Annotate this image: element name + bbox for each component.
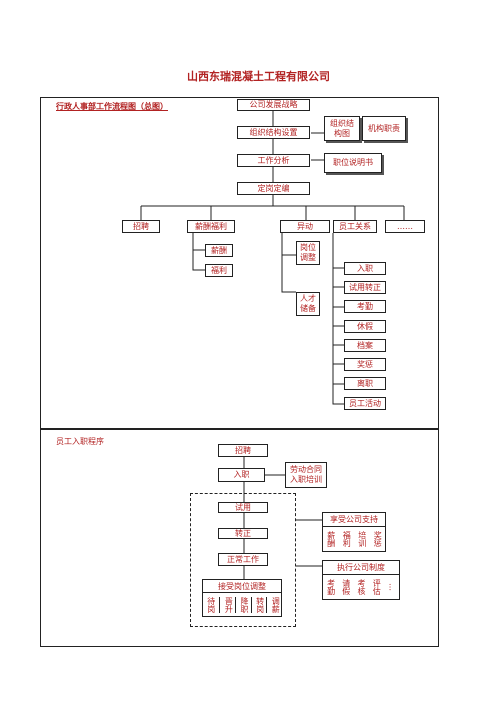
adjust-item-transfer: 转岗 [250,596,265,613]
support-box: 享受公司支持 薪酬 福利 培训 奖惩 [322,512,386,552]
branch-compensation: 薪酬福利 [187,220,235,233]
probation-group-frame [190,493,296,627]
rel-item-files: 档案 [344,339,386,352]
branch-recruit: 招聘 [122,220,160,233]
confirm-box: 转正 [218,528,268,539]
rel-item-resign: 离职 [344,377,386,390]
policy-item-more: … [387,583,397,591]
comp-item-benefits: 福利 [205,264,233,277]
branch-more: …… [385,220,425,233]
adjust-item-salary: 调薪 [266,596,280,613]
policy-box: 执行公司制度 考勤 请假 考核 评估 … [322,560,400,600]
support-item-benefits: 福利 [342,531,352,547]
org-design-box: 组织结构设置 [237,126,310,139]
rel-item-rewards: 奖惩 [344,358,386,371]
policy-item-attendance: 考勤 [326,579,336,595]
adjust-item-promote: 晋升 [219,596,233,613]
transfer-item-reserve: 人才储备 [296,292,320,316]
section-frame-onboarding [40,429,439,647]
strategy-box: 公司发展战略 [237,99,310,111]
policy-title: 执行公司制度 [323,562,399,575]
comp-item-salary: 薪酬 [205,244,233,257]
job-desc-doc: 职位说明书 [324,153,382,173]
policy-item-leave: 请假 [341,579,351,595]
policy-item-review: 考核 [356,579,366,595]
adjust-title: 接受岗位调整 [203,581,281,593]
section-frame-overview [40,97,439,429]
rel-item-activities: 员工活动 [344,397,386,410]
onboard-recruit-box: 招聘 [218,444,268,457]
onboard-note-contract: 劳动合同 [290,465,322,474]
probation-box: 试用 [218,502,268,513]
adjust-item-demote: 降职 [234,596,249,613]
adjust-box: 接受岗位调整 待岗 晋升 降职 转岗 调薪 [202,579,282,617]
section-label-overview: 行政人事部工作流程图（总图） [56,101,168,111]
section-label-onboarding: 员工入职程序 [56,437,104,446]
document-title: 山西东瑞混凝土工程有限公司 [187,70,330,83]
normal-work-box: 正常工作 [218,553,268,566]
rel-item-probation: 试用转正 [344,281,386,294]
staffing-box: 定岗定编 [237,182,310,195]
org-chart-doc: 组织结构图 [324,116,360,141]
onboard-notes: 劳动合同 入职培训 [285,462,327,488]
job-analysis-box: 工作分析 [237,154,310,167]
support-item-training: 培训 [357,531,367,547]
rel-item-onboard: 入职 [344,262,386,275]
rel-item-attendance: 考勤 [344,300,386,313]
transfer-item-adjust: 岗位调整 [296,241,320,265]
support-title: 享受公司支持 [323,514,385,527]
adjust-item-standby: 待岗 [206,596,216,613]
support-item-salary: 薪酬 [326,531,336,547]
branch-employee-relations: 员工关系 [333,220,377,233]
policy-item-assess: 评估 [372,579,382,595]
onboard-note-training: 入职培训 [290,475,322,484]
rel-item-leave: 休假 [344,320,386,333]
onboard-box: 入职 [218,468,265,482]
branch-transfer: 异动 [280,220,330,233]
job-duties-doc: 机构职责 [362,116,406,141]
support-item-rewards: 奖惩 [373,531,383,547]
